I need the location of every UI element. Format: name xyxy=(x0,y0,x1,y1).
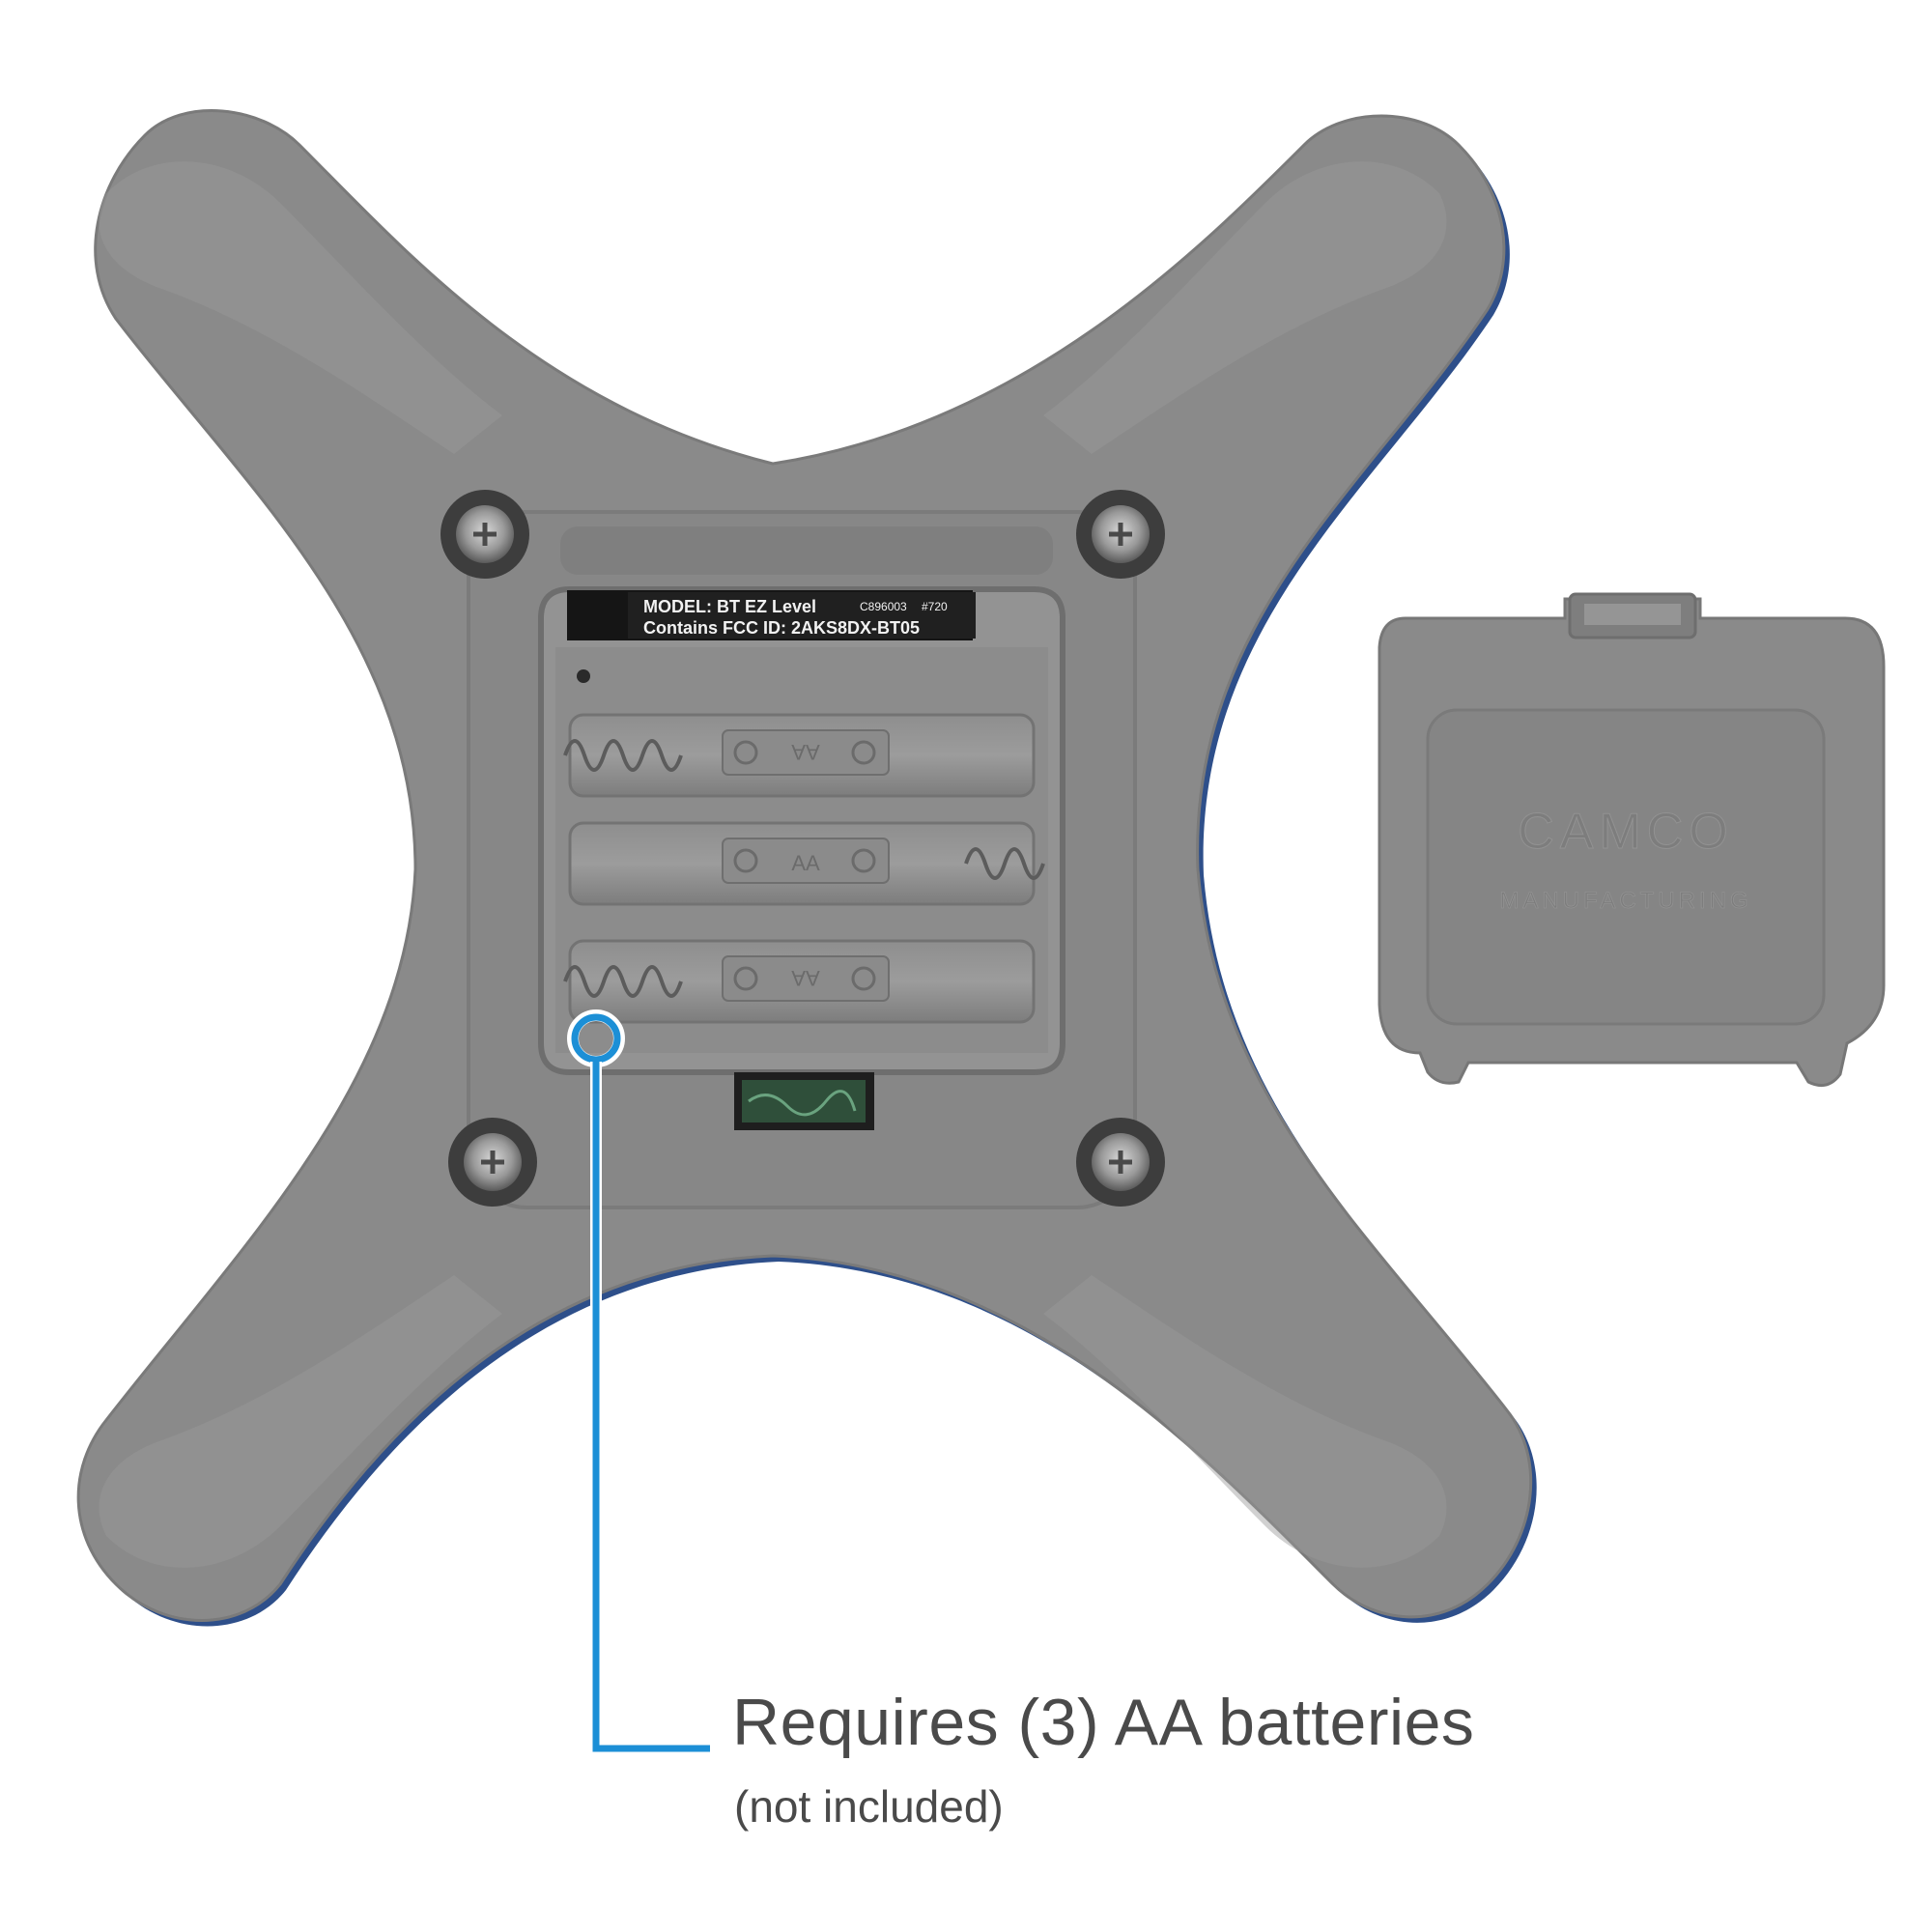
battery-slot-1: AA xyxy=(563,713,1036,798)
screw-top-right xyxy=(1076,490,1165,579)
screw-top-left xyxy=(440,490,529,579)
battery-mark-3: AA xyxy=(791,966,820,990)
spring-2 xyxy=(964,847,1045,880)
code-1-text: C896003 xyxy=(860,600,907,613)
battery-cover: CAMCO MANUFACTURING xyxy=(1378,592,1886,1088)
code-2-text: #720 xyxy=(922,600,948,613)
battery-compartment: MODEL: BT EZ Level C896003 #720 Contains… xyxy=(538,586,1065,1130)
fcc-line-text: Contains FCC ID: 2AKS8DX-BT05 xyxy=(643,618,920,638)
callout-title: Requires (3) AA batteries xyxy=(732,1686,1475,1759)
callout-subtitle: (not included) xyxy=(734,1781,1004,1832)
model-line-text: MODEL: BT EZ Level xyxy=(643,597,816,616)
cover-brand-text: CAMCO xyxy=(1518,804,1734,860)
screw-bottom-left xyxy=(448,1118,537,1207)
battery-mark-1: AA xyxy=(791,740,820,764)
screws xyxy=(440,490,1165,1207)
battery-mark-2: AA xyxy=(791,851,820,875)
screw-bottom-right xyxy=(1076,1118,1165,1207)
cover-raised-panel xyxy=(1426,708,1826,1026)
spring-1 xyxy=(563,739,683,772)
battery-slot-2: AA xyxy=(568,821,1045,906)
battery-slot-3: AA xyxy=(563,939,1036,1024)
cover-subtext: MANUFACTURING xyxy=(1499,888,1751,914)
spring-3 xyxy=(563,965,683,998)
callout-pointer xyxy=(567,1009,710,1754)
callout-line xyxy=(592,1062,710,1752)
